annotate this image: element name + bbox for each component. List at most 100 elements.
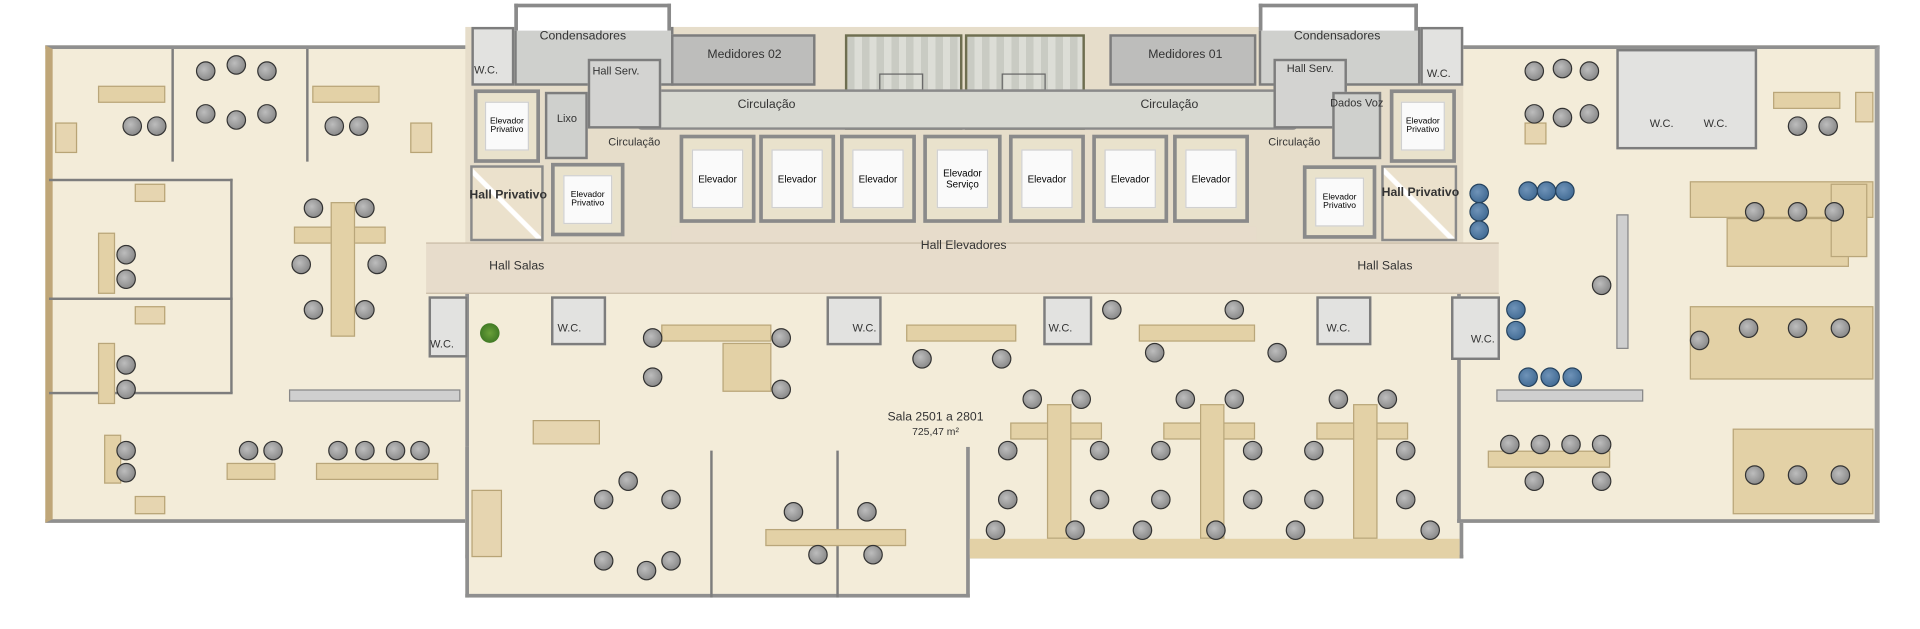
desk (1138, 324, 1256, 342)
chair (1738, 318, 1759, 338)
wc-label: W.C. (852, 321, 877, 335)
desk (97, 342, 116, 405)
chair (257, 104, 277, 124)
chair (1591, 434, 1612, 455)
private-elevator-label: Elevador Privativo (570, 191, 605, 209)
chair (1579, 104, 1600, 124)
sofa (471, 489, 503, 558)
chair (116, 269, 136, 289)
elevator-label: Elevador (1191, 173, 1231, 185)
chair (1787, 465, 1808, 485)
chair (1242, 440, 1263, 461)
chair (1500, 434, 1520, 455)
elevator-label: Elevador (777, 173, 817, 185)
chair (1830, 465, 1851, 485)
desk (1200, 404, 1225, 539)
private-elevator-label: Elevador Privativo (1405, 117, 1440, 135)
chair (593, 551, 614, 571)
wc-block (428, 296, 468, 358)
wc-label: W.C. (1426, 67, 1451, 80)
chair (1552, 58, 1573, 79)
wc-label: W.C. (1649, 117, 1674, 130)
elevator-1: Elevador (679, 134, 756, 223)
sofa (55, 122, 78, 154)
dados-voz-label: Dados Voz (1330, 96, 1384, 109)
chair (771, 379, 792, 400)
wc-block-right-wing (1616, 48, 1758, 150)
chair (1824, 202, 1845, 222)
elevator-label: Elevador Serviço (943, 167, 982, 190)
lounge-chair (1536, 181, 1557, 201)
chair (618, 471, 638, 492)
condensadores-left-label: Condensadores (539, 29, 627, 44)
chair (1787, 318, 1808, 338)
wc-core-left (471, 26, 515, 86)
chair (238, 440, 259, 461)
chair (783, 502, 804, 522)
chair (355, 440, 375, 461)
hall-salas-right-label: Hall Salas (1357, 259, 1413, 274)
chair (1818, 116, 1838, 136)
sofa (134, 306, 166, 325)
chair (1328, 389, 1349, 409)
wc-label: W.C. (1703, 117, 1728, 130)
chair (1579, 61, 1600, 81)
desk (722, 342, 772, 392)
chair (912, 348, 932, 369)
chair (1089, 440, 1110, 461)
chair (226, 110, 247, 130)
private-elevator-left-top: Elevador Privativo (473, 89, 541, 163)
desk (765, 528, 907, 547)
desk (97, 232, 116, 294)
sofa (1524, 122, 1547, 145)
wc-label: W.C. (430, 337, 454, 350)
chair (642, 328, 663, 348)
chair (1524, 104, 1545, 124)
chair (348, 116, 369, 136)
chair (122, 116, 143, 136)
wc-block (1043, 296, 1093, 346)
lounge-chair (1506, 320, 1526, 341)
chair (1787, 202, 1808, 222)
hall-privativo-right (1381, 165, 1458, 242)
lounge-chair (1506, 300, 1526, 320)
stair-shaft-icon (1001, 73, 1046, 91)
chair (1132, 520, 1153, 541)
chair (1065, 520, 1085, 541)
chair (1524, 471, 1545, 492)
chair (1420, 520, 1441, 541)
chair (997, 489, 1018, 510)
chair (1744, 465, 1765, 485)
chair (771, 328, 792, 348)
desk (1046, 404, 1072, 539)
sofa (410, 122, 433, 154)
lixo-room (544, 91, 588, 160)
elevator-label: Elevador (1027, 173, 1067, 185)
chair (195, 61, 216, 81)
chair (116, 440, 136, 461)
hall-salas-band (426, 242, 1499, 294)
chair (1591, 275, 1612, 296)
chair (1144, 342, 1165, 363)
stair-shaft-icon (879, 73, 924, 91)
chair (355, 300, 375, 320)
medidores-01-room (1109, 34, 1257, 86)
elevator-label: Elevador (858, 173, 898, 185)
lounge-chair (1469, 220, 1489, 241)
lounge-chair (1469, 183, 1489, 204)
elevator-label: Elevador (1110, 173, 1150, 185)
chair (1224, 300, 1245, 320)
desk (661, 324, 772, 342)
chair (991, 348, 1012, 369)
chair (1304, 489, 1324, 510)
chair (863, 544, 883, 565)
hall-privativo-left (470, 165, 544, 242)
chair (146, 116, 167, 136)
chair (1224, 389, 1245, 409)
desk (97, 85, 166, 103)
circulacao-right-label: Circulação (1140, 98, 1199, 112)
chair (1377, 389, 1398, 409)
desk (330, 202, 356, 337)
wc-label: W.C. (1326, 321, 1351, 335)
